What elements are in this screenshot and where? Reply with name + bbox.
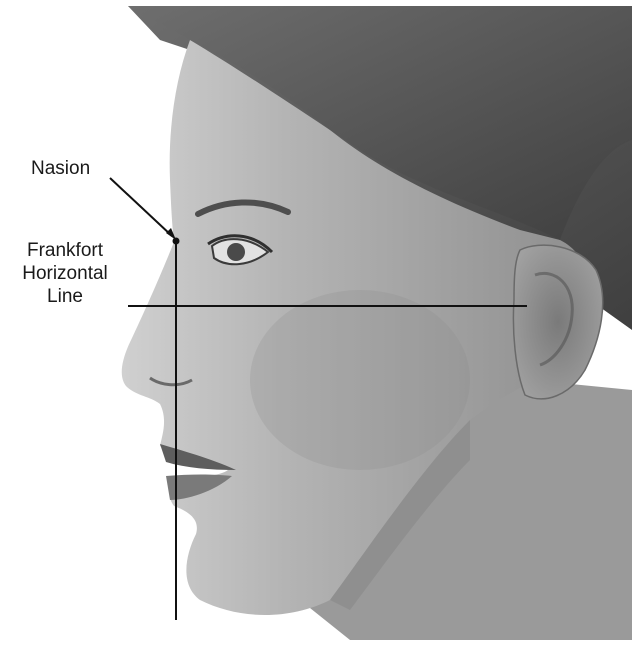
ear (513, 245, 602, 399)
iris (227, 243, 245, 261)
nasion-pointer (110, 178, 172, 236)
frankfort-label-line-1: Frankfort (8, 239, 122, 262)
frankfort-label-line-3: Line (8, 285, 122, 308)
nasion-label: Nasion (31, 157, 90, 180)
cheek-shadow (250, 290, 470, 470)
frankfort-horizontal-line-label: Frankfort Horizontal Line (8, 239, 122, 308)
frankfort-label-line-2: Horizontal (8, 262, 122, 285)
